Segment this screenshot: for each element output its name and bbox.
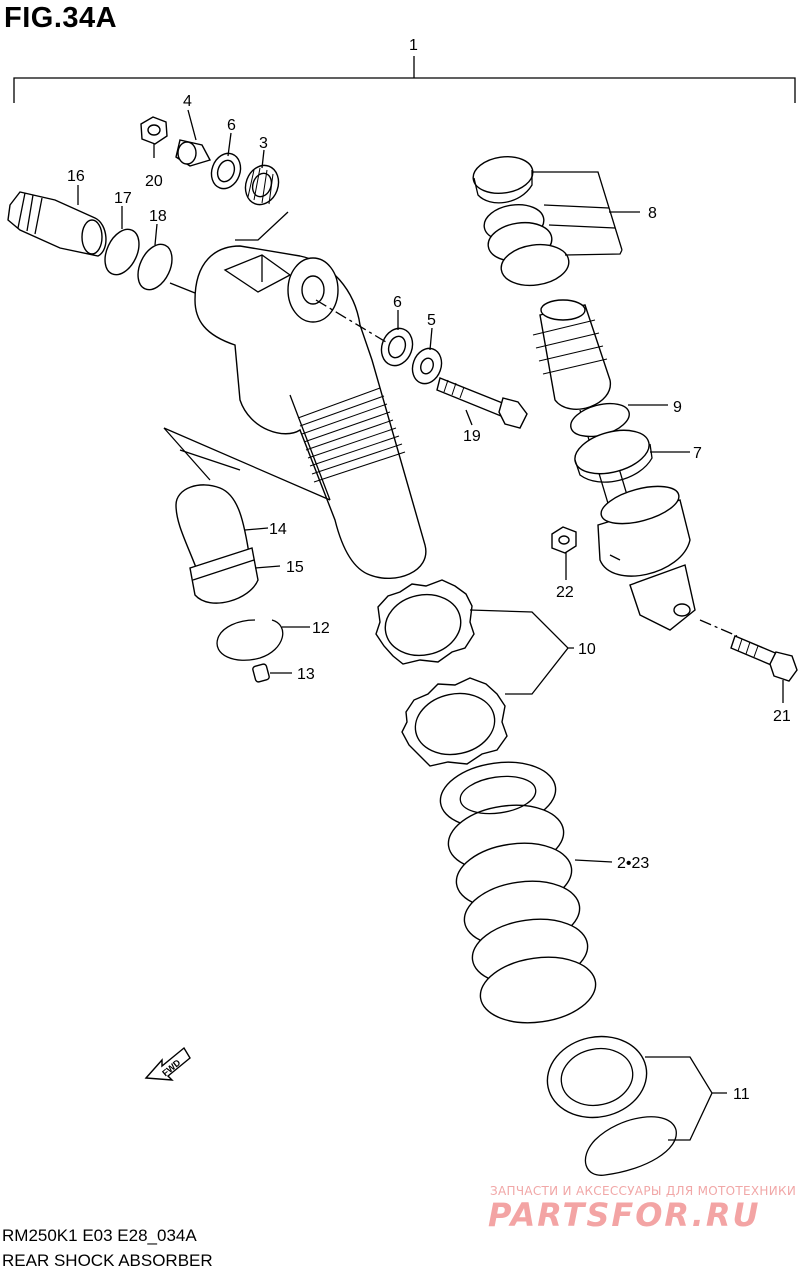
part-11-spring-guide <box>546 1035 677 1176</box>
callout-12: 12 <box>312 620 330 637</box>
part-22-nut <box>551 526 577 554</box>
figure-code: RM250K1 E03 E28_034A <box>2 1226 197 1245</box>
callout-10: 10 <box>578 641 596 658</box>
part-16-adjuster <box>7 191 107 257</box>
callout-20: 20 <box>145 173 163 190</box>
inset-lines <box>163 427 331 501</box>
part-8-rings <box>472 155 570 287</box>
part-19-bolt <box>436 377 528 429</box>
part-6-seal-lower <box>380 327 414 367</box>
callout-11: 11 <box>733 1086 750 1103</box>
fwd-arrow-icon: FWD <box>144 1046 191 1081</box>
callout-22: 22 <box>556 584 574 601</box>
callout-4: 4 <box>183 93 192 110</box>
part-10-nut-upper <box>375 579 475 665</box>
part-20-nut <box>140 116 168 145</box>
leader-lines <box>77 109 784 1141</box>
part-17-o-ring <box>104 228 140 276</box>
callout-2-23: 2•23 <box>617 855 649 872</box>
part-21-bolt <box>730 635 798 682</box>
callout-9: 9 <box>673 399 682 416</box>
part-2-spring <box>439 761 597 1024</box>
callout-16: 16 <box>67 168 85 185</box>
callout-6-lower: 6 <box>393 294 402 311</box>
figure-subtitle: REAR SHOCK ABSORBER <box>2 1251 213 1270</box>
watermark-tagline: ЗАПЧАСТИ И АКСЕССУАРЫ ДЛЯ МОТОТЕХНИКИ <box>490 1184 797 1198</box>
callout-18: 18 <box>149 208 167 225</box>
callout-8: 8 <box>648 205 657 222</box>
assembly-bracket <box>13 56 796 103</box>
part-15-cap <box>189 547 259 604</box>
part-3-needle-bearing <box>244 164 280 206</box>
part-5-collar <box>411 347 443 385</box>
part-4-collar <box>175 139 212 167</box>
callout-14: 14 <box>269 521 287 538</box>
callout-5: 5 <box>427 312 436 329</box>
watermark-logo: PARTSFOR.RU <box>488 1196 761 1234</box>
callout-17: 17 <box>114 190 132 207</box>
part-6-seal-upper <box>210 152 242 190</box>
part-10-nut-lower <box>401 677 508 767</box>
callout-3: 3 <box>259 135 268 152</box>
callout-21: 21 <box>773 708 791 725</box>
callout-13: 13 <box>297 666 315 683</box>
callout-1: 1 <box>409 37 418 54</box>
callout-labels: 1 4 6 3 20 16 17 18 8 6 5 9 19 7 14 15 2… <box>67 37 791 1103</box>
part-18-o-ring <box>137 243 173 291</box>
part-12-circlip <box>216 619 284 661</box>
callout-7: 7 <box>693 445 702 462</box>
figure-title: FIG.34A <box>4 2 118 34</box>
damper-rod-assembly <box>532 299 696 631</box>
callout-6-upper: 6 <box>227 117 236 134</box>
shock-body <box>194 245 427 580</box>
callout-19: 19 <box>463 428 481 445</box>
part-13-plug <box>252 663 270 683</box>
callout-15: 15 <box>286 559 304 576</box>
